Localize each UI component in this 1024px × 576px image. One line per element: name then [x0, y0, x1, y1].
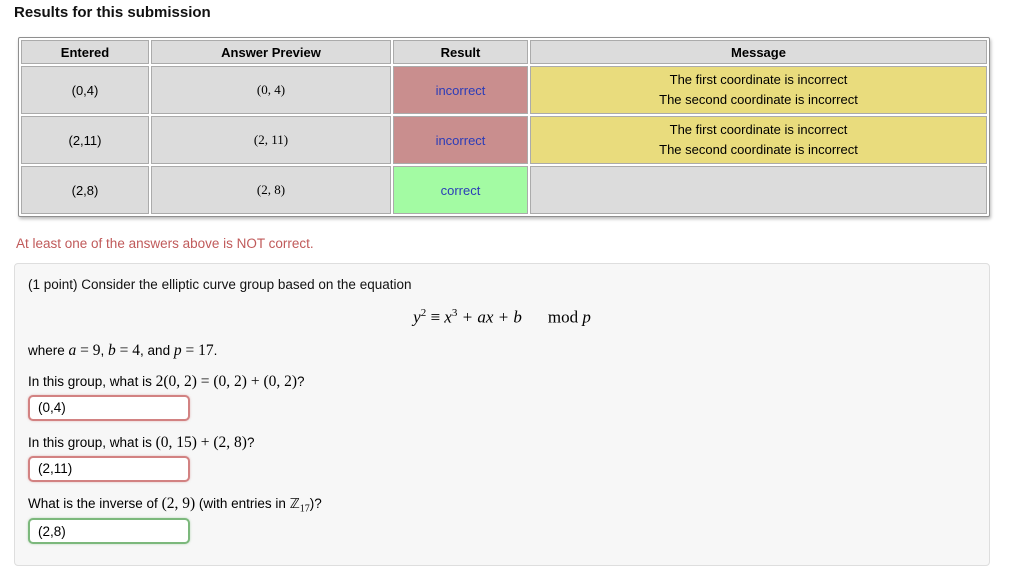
- message-line: The second coordinate is incorrect: [659, 92, 858, 107]
- q3-zsub: 17: [299, 503, 310, 515]
- header-message: Message: [530, 40, 987, 64]
- answer-preview-cell: (0, 4): [151, 66, 391, 114]
- eq-x: x: [444, 307, 452, 327]
- results-table: Entered Answer Preview Result Message (0…: [18, 37, 990, 217]
- eq-y-exp: 2: [420, 307, 427, 319]
- entered-cell: (2,11): [21, 116, 149, 164]
- param-p-var: p: [173, 341, 182, 359]
- params-lead: where: [28, 342, 69, 358]
- q3-prefix: What is the inverse of: [28, 495, 162, 511]
- answer-preview-cell: (2, 8): [151, 166, 391, 214]
- param-b-val: = 4: [115, 341, 141, 359]
- header-answer-preview: Answer Preview: [151, 40, 391, 64]
- q3-zsym: ℤ: [289, 495, 300, 511]
- eq-y: y: [413, 307, 421, 327]
- param-p: p = 17: [174, 342, 214, 359]
- result-cell: incorrect: [393, 66, 528, 114]
- param-b: b = 4: [108, 342, 140, 359]
- header-entered: Entered: [21, 40, 149, 64]
- eq-mod: mod: [547, 307, 579, 327]
- table-header-row: Entered Answer Preview Result Message: [21, 40, 987, 64]
- param-p-val: = 17: [181, 341, 214, 359]
- question-1-label: In this group, what is 2(0, 2) = (0, 2) …: [28, 373, 976, 391]
- message-cell: The first coordinate is incorrect The se…: [530, 66, 987, 114]
- q2-prefix: In this group, what is: [28, 434, 156, 450]
- question-2-label: In this group, what is (0, 15) + (2, 8)?: [28, 434, 976, 452]
- result-cell: correct: [393, 166, 528, 214]
- question-2: In this group, what is (0, 15) + (2, 8)?: [28, 434, 976, 482]
- q1-math: 2(0, 2) = (0, 2) + (0, 2): [155, 372, 298, 390]
- q3-mid: (with entries in: [195, 495, 290, 511]
- results-table-wrap: Entered Answer Preview Result Message (0…: [18, 37, 1010, 217]
- problem-intro: (1 point) Consider the elliptic curve gr…: [28, 277, 412, 292]
- question-1: In this group, what is 2(0, 2) = (0, 2) …: [28, 373, 976, 421]
- params-end: .: [213, 342, 218, 358]
- eq-equiv: ≡: [430, 307, 441, 327]
- params-sep-1: ,: [100, 342, 109, 358]
- message-cell: [530, 166, 987, 214]
- answer-preview-cell: (2, 11): [151, 116, 391, 164]
- question-3-label: What is the inverse of (2, 9) (with entr…: [28, 495, 976, 515]
- q2-suffix: ?: [246, 434, 255, 450]
- message-line: The first coordinate is incorrect: [669, 122, 848, 137]
- result-cell: incorrect: [393, 116, 528, 164]
- q3-math: (2, 9): [161, 494, 196, 512]
- answer-input-2[interactable]: [28, 455, 190, 482]
- elliptic-curve-equation: y2 ≡ x3 + ax + b mod p: [28, 307, 976, 328]
- answer-input-1[interactable]: [28, 394, 190, 421]
- problem-box: (1 point) Consider the elliptic curve gr…: [14, 263, 990, 566]
- message-cell: The first coordinate is incorrect The se…: [530, 116, 987, 164]
- question-3: What is the inverse of (2, 9) (with entr…: [28, 495, 976, 545]
- params-sep-2: , and: [140, 342, 174, 358]
- param-a-val: = 9: [76, 341, 101, 359]
- table-row: (2,11) (2, 11) incorrect The first coord…: [21, 116, 987, 164]
- param-a-var: a: [68, 341, 77, 359]
- message-line: The second coordinate is incorrect: [659, 142, 858, 157]
- table-row: (0,4) (0, 4) incorrect The first coordin…: [21, 66, 987, 114]
- q2-math: (0, 15) + (2, 8): [155, 433, 247, 451]
- table-row: (2,8) (2, 8) correct: [21, 166, 987, 214]
- q3-suffix: )?: [309, 495, 322, 511]
- entered-cell: (2,8): [21, 166, 149, 214]
- param-a: a = 9: [69, 342, 101, 359]
- eq-p: p: [582, 307, 591, 327]
- entered-cell: (0,4): [21, 66, 149, 114]
- header-result: Result: [393, 40, 528, 64]
- warning-text: At least one of the answers above is NOT…: [16, 236, 314, 251]
- params-line: where a = 9, b = 4, and p = 17.: [28, 342, 976, 360]
- page-title: Results for this submission: [14, 4, 211, 21]
- q1-suffix: ?: [297, 373, 305, 389]
- eq-middle: + ax + b: [457, 307, 522, 327]
- integers-mod-symbol: ℤ17: [289, 495, 310, 515]
- message-line: The first coordinate is incorrect: [669, 72, 848, 87]
- q1-prefix: In this group, what is: [28, 373, 156, 389]
- answer-input-3[interactable]: [28, 518, 190, 545]
- eq-x-exp: 3: [451, 307, 458, 319]
- param-b-var: b: [108, 341, 116, 359]
